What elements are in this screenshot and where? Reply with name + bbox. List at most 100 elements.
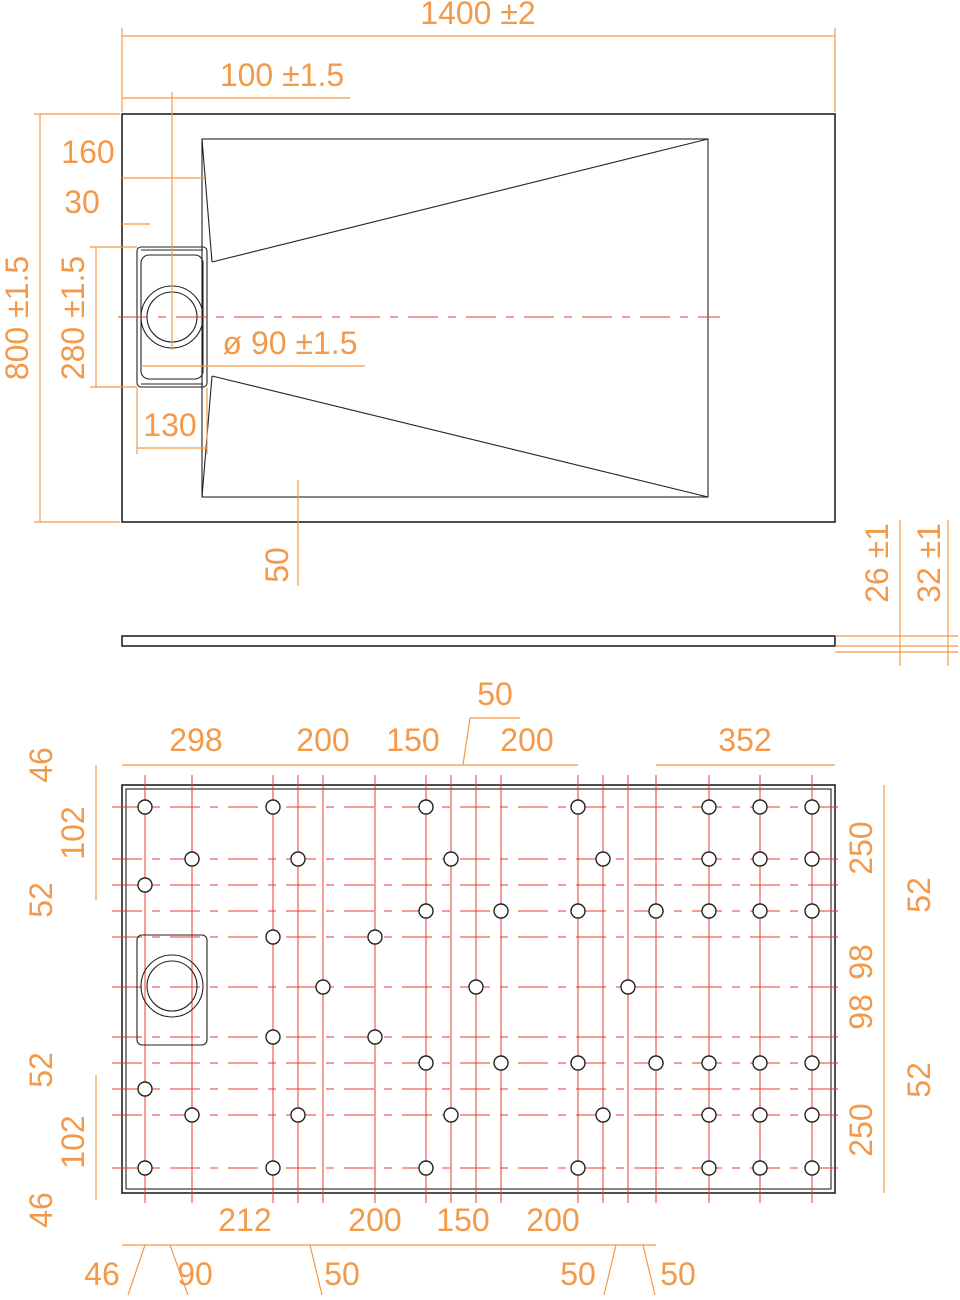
drain-hole-inner [146, 960, 198, 1012]
dim-50: 50 [259, 547, 295, 583]
support-foot [804, 1160, 820, 1176]
support-foot [620, 979, 636, 995]
tray-outline [121, 113, 836, 523]
support-foot [701, 799, 717, 815]
dim-top-150: 150 [386, 722, 439, 758]
support-foot [701, 851, 717, 867]
dim-bottom-50c: 50 [660, 1256, 696, 1292]
leader-line [462, 717, 471, 766]
dim-bottom-150: 150 [436, 1202, 489, 1238]
support-foot [752, 851, 768, 867]
dim-left-46b: 46 [23, 1192, 59, 1228]
tray-profile [121, 635, 836, 647]
support-foot [265, 799, 281, 815]
support-foot [752, 1055, 768, 1071]
support-foot [701, 903, 717, 919]
leader-line [169, 1244, 189, 1296]
dim-left-102b: 102 [55, 1115, 91, 1168]
dim-edge-thickness: 26 ±1 [859, 523, 895, 603]
support-foot [493, 903, 509, 919]
support-foot [493, 1055, 509, 1071]
top-view: 1400 ±2 100 ±1.5 160 30 800 ±1.5 280 ±1.… [0, 0, 836, 586]
slope-edge-upper [201, 138, 213, 263]
leader-line [603, 1244, 617, 1296]
dim-bottom-200b: 200 [526, 1202, 579, 1238]
support-foot [570, 903, 586, 919]
dim-right-250b: 250 [843, 1103, 879, 1156]
support-foot [418, 1055, 434, 1071]
leader-line [309, 1244, 323, 1296]
leader-line [642, 1244, 656, 1296]
support-foot [418, 799, 434, 815]
support-foot [137, 1081, 153, 1097]
support-foot [468, 979, 484, 995]
slope-line-upper [211, 138, 709, 263]
support-foot [443, 1107, 459, 1123]
support-foot [804, 903, 820, 919]
dim-drain-length: 280 ±1.5 [55, 256, 91, 380]
support-foot [570, 1160, 586, 1176]
support-foot [701, 1055, 717, 1071]
dim-top-200: 200 [296, 722, 349, 758]
support-foot [804, 1107, 820, 1123]
tray-underside-inner [125, 788, 832, 1190]
support-foot [701, 1160, 717, 1176]
support-foot [290, 1107, 306, 1123]
side-view: 26 ±1 32 ±1 [121, 520, 958, 666]
support-foot [570, 799, 586, 815]
dim-bottom-50a: 50 [324, 1256, 360, 1292]
dim-bottom-90: 90 [177, 1256, 213, 1292]
tray-inner-area [201, 138, 709, 498]
support-foot [367, 929, 383, 945]
slope-line-lower [211, 375, 709, 498]
tray-underside-outline [121, 784, 836, 1194]
support-foot [184, 851, 200, 867]
support-foot [701, 1107, 717, 1123]
dim-right-98: 98 [843, 944, 879, 980]
dim-right-98b: 98 [843, 994, 879, 1030]
drain-hole-outer [140, 954, 204, 1018]
support-foot [804, 851, 820, 867]
dim-top-50: 50 [477, 676, 513, 712]
dim-left-52b: 52 [23, 1052, 59, 1088]
dim-total-thickness: 32 ±1 [911, 523, 947, 603]
dim-30: 30 [64, 184, 100, 220]
support-foot [367, 1029, 383, 1045]
drain-block [136, 934, 208, 1046]
leader-line [127, 1244, 146, 1296]
support-feet [137, 799, 820, 1176]
support-foot [804, 799, 820, 815]
dim-bottom-50b: 50 [560, 1256, 596, 1292]
support-foot [418, 903, 434, 919]
dim-bottom-46: 46 [84, 1256, 120, 1292]
support-foot [570, 1055, 586, 1071]
support-foot [265, 929, 281, 945]
support-foot [137, 877, 153, 893]
support-foot [290, 851, 306, 867]
support-foot [595, 1107, 611, 1123]
dim-right-250: 250 [843, 821, 879, 874]
dim-top-298: 298 [169, 722, 222, 758]
dim-left-102: 102 [55, 806, 91, 859]
support-foot [648, 1055, 664, 1071]
dim-top-352: 352 [718, 722, 771, 758]
support-foot [315, 979, 331, 995]
dim-drain-diameter: ø 90 ±1.5 [223, 325, 358, 361]
support-foot [752, 903, 768, 919]
dim-overall-length: 1400 ±2 [420, 0, 535, 31]
support-foot [184, 1107, 200, 1123]
support-foot [137, 799, 153, 815]
support-foot [752, 1160, 768, 1176]
dim-130: 130 [143, 407, 196, 443]
dim-overall-width: 800 ±1.5 [0, 256, 35, 380]
support-foot [752, 799, 768, 815]
dim-right-52b: 52 [901, 1062, 937, 1098]
support-foot [265, 1160, 281, 1176]
dim-left-52: 52 [23, 882, 59, 918]
dim-right-52: 52 [901, 877, 937, 913]
dim-top-200b: 200 [500, 722, 553, 758]
support-foot [804, 1055, 820, 1071]
dim-bottom-200: 200 [348, 1202, 401, 1238]
dim-waste-offset: 100 ±1.5 [220, 57, 344, 93]
